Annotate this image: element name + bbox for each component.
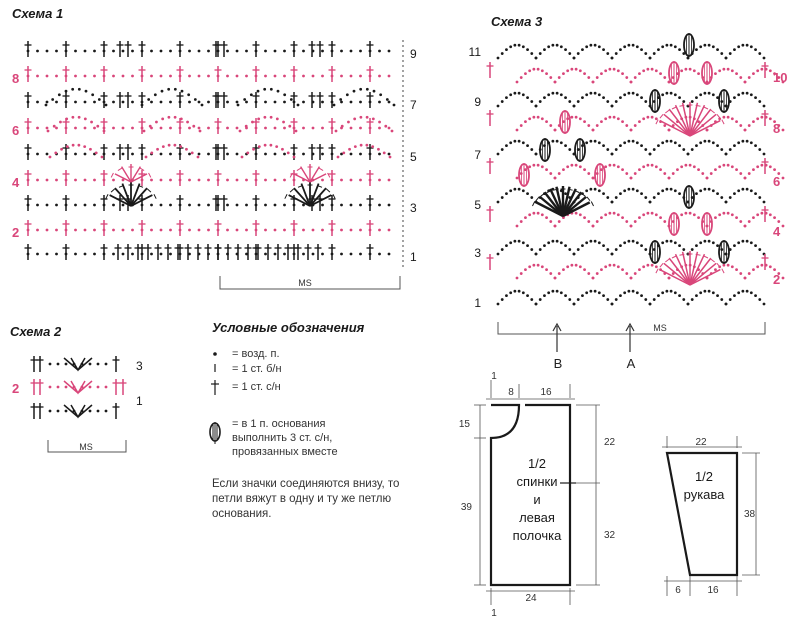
dim-side-upper: 22 xyxy=(604,437,616,448)
scheme2-row-2: 2 xyxy=(12,381,19,396)
scheme2-chart xyxy=(30,356,127,419)
dim-width: 24 xyxy=(525,593,537,604)
scheme3-row-numbers: 11 9 7 5 3 1 10 8 6 4 2 xyxy=(469,45,788,310)
scheme2-row-1: 1 xyxy=(136,394,143,408)
legend-cluster-line1: = в 1 п. основания xyxy=(232,418,326,430)
dim-top-left: 1 xyxy=(491,371,497,382)
scheme3-row-8: 8 xyxy=(773,121,780,136)
legend-single-crochet: = 1 ст. б/н xyxy=(232,363,282,375)
body-label-line3: и xyxy=(533,492,540,507)
body-label-line5: полочка xyxy=(513,528,562,543)
sleeve-label-line1: 1/2 xyxy=(695,469,713,484)
body-label-line4: левая xyxy=(519,510,555,525)
scheme2-rapport-label: MS xyxy=(79,442,93,452)
scheme1-rapport-bracket: MS xyxy=(219,276,401,290)
marker-a: A xyxy=(627,356,636,371)
dim-neck-depth: 15 xyxy=(459,419,471,430)
sleeve-label-line2: рукава xyxy=(684,487,726,502)
scheme2-title: Схема 2 xyxy=(10,324,62,339)
dim-shoulder: 16 xyxy=(540,387,552,398)
dim-bottom-left: 1 xyxy=(491,608,497,619)
scheme2-rapport-bracket: MS xyxy=(47,440,127,453)
double-crochet-icon xyxy=(211,380,219,395)
dim-total-height: 39 xyxy=(461,502,473,513)
scheme1-row-5: 5 xyxy=(410,150,417,164)
legend-chain: = возд. п. xyxy=(232,348,280,360)
scheme1-title: Схема 1 xyxy=(12,6,64,21)
body-label-line1: 1/2 xyxy=(528,456,546,471)
sleeve-outline xyxy=(665,451,739,577)
scheme3-row-3: 3 xyxy=(474,246,481,260)
scheme3-chart xyxy=(486,33,785,306)
legend-note: Если значки соединяются внизу, то петли … xyxy=(212,478,400,520)
marker-b: B xyxy=(554,356,563,371)
sleeve-pattern: 22 38 6 16 1/2 рукава xyxy=(662,436,760,596)
scheme3-row-5: 5 xyxy=(474,198,481,212)
sleeve-dim-top: 22 xyxy=(695,437,707,448)
legend-cluster-line3: провязанных вместе xyxy=(232,446,338,458)
sleeve-dim-bottom: 16 xyxy=(707,585,719,596)
body-pattern: 1 8 16 15 39 22 32 24 1 1/2 спинки и лев… xyxy=(459,371,616,619)
scheme1-row-1: 1 xyxy=(410,250,417,264)
sleeve-dim-height: 38 xyxy=(744,509,756,520)
scheme3-row-6: 6 xyxy=(773,174,780,189)
scheme3-row-2: 2 xyxy=(773,272,780,287)
legend-cluster-line2: выполнить 3 ст. с/н, xyxy=(232,432,333,444)
scheme1-row-4: 4 xyxy=(12,175,20,190)
scheme1-row-3: 3 xyxy=(410,201,417,215)
scheme3-row-9: 9 xyxy=(474,95,481,109)
scheme1-row-2: 2 xyxy=(12,225,19,240)
scheme3-row-11: 11 xyxy=(469,45,482,59)
scheme3-title: Схема 3 xyxy=(491,14,543,29)
scheme3-row-4: 4 xyxy=(773,224,781,239)
legend-title: Условные обозначения xyxy=(212,320,365,335)
scheme3-row-1: 1 xyxy=(474,296,481,310)
scheme1-row-9: 9 xyxy=(410,47,417,61)
dim-neck: 8 xyxy=(508,387,514,398)
scheme2-row-3: 3 xyxy=(136,359,143,373)
scheme3-row-7: 7 xyxy=(474,148,481,162)
legend-cluster: = в 1 п. основания выполнить 3 ст. с/н, … xyxy=(232,417,338,459)
sleeve-dim-bottom-left: 6 xyxy=(675,585,681,596)
scheme1-chart xyxy=(24,40,404,270)
legend-icons xyxy=(209,352,221,444)
dim-side-lower: 32 xyxy=(604,530,616,541)
scheme3-rapport-bracket: MS B A xyxy=(497,322,766,371)
scheme3-row-10: 10 xyxy=(773,70,787,85)
scheme1-row-8: 8 xyxy=(12,71,19,86)
legend-double-crochet: = 1 ст. с/н xyxy=(232,381,281,393)
scheme3-rapport-label: MS xyxy=(653,323,667,333)
body-label-line2: спинки xyxy=(517,474,558,489)
body-outline xyxy=(489,403,572,587)
cluster-icon xyxy=(209,422,221,444)
scheme1-row-numbers: 8 6 4 2 9 7 5 3 1 xyxy=(12,47,417,264)
scheme1-rapport-label: MS xyxy=(298,278,312,288)
scheme1-row-7: 7 xyxy=(410,98,417,112)
chain-dot-icon xyxy=(213,352,217,356)
scheme2-row-numbers: 2 3 1 xyxy=(12,359,143,408)
scheme1-row-6: 6 xyxy=(12,123,19,138)
